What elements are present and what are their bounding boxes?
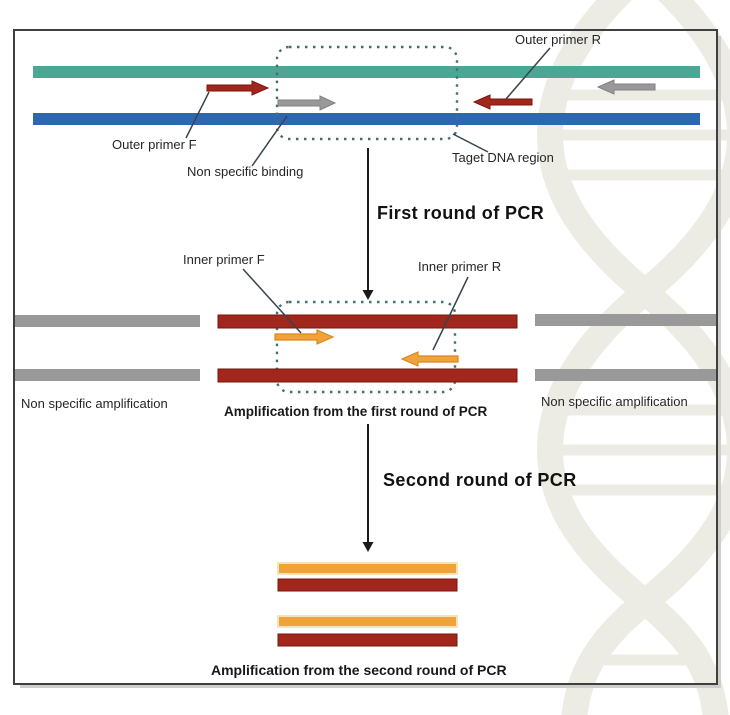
amplification-second-round-label: Amplification from the second round of P… bbox=[211, 662, 507, 678]
nonspecific-product-left-top bbox=[14, 315, 200, 327]
non-specific-amplification-right-label: Non specific amplification bbox=[541, 394, 688, 409]
helix-strand-right-icon bbox=[536, 0, 730, 715]
template-strand-top bbox=[33, 66, 700, 78]
first-round-heading: First round of PCR bbox=[377, 203, 545, 223]
template-strand-bottom bbox=[33, 113, 700, 125]
outer-primer-r-label: Outer primer R bbox=[515, 32, 601, 47]
second-round-heading: Second round of PCR bbox=[383, 470, 577, 490]
inner-primer-r-label: Inner primer R bbox=[418, 259, 502, 274]
nonspecific-product-right-bottom bbox=[535, 369, 716, 381]
inner-primer-r-arrow-icon bbox=[400, 351, 459, 367]
outer-primer-f-label: Outer primer F bbox=[112, 137, 197, 152]
leader-lines-middle bbox=[242, 268, 469, 351]
non-specific-amplification-left-label: Non specific amplification bbox=[21, 396, 168, 411]
second-round-product-1 bbox=[277, 562, 458, 575]
helix-rungs-icon bbox=[550, 89, 730, 666]
outer-primer-r-arrow-icon bbox=[472, 94, 533, 110]
first-round-flow-arrow bbox=[362, 148, 374, 300]
leader-lines-top bbox=[185, 47, 551, 167]
nonspecific-primer-right-arrow-icon bbox=[277, 95, 337, 111]
amplification-first-round-label: Amplification from the first round of PC… bbox=[224, 404, 488, 419]
target-region-dashed-box bbox=[275, 45, 459, 141]
inner-primer-f-arrow-icon bbox=[274, 329, 335, 345]
second-round-product-4 bbox=[277, 633, 458, 647]
nonspecific-product-right-top bbox=[535, 314, 716, 326]
second-round-product-2 bbox=[277, 578, 458, 592]
nonspecific-product-left-bottom bbox=[14, 369, 200, 381]
non-specific-binding-label: Non specific binding bbox=[187, 164, 304, 179]
target-dna-region-label: Taget DNA region bbox=[452, 150, 554, 165]
nonspecific-primer-left-arrow-icon bbox=[596, 79, 656, 95]
second-round-product-3 bbox=[277, 615, 458, 628]
second-round-flow-arrow bbox=[362, 424, 374, 552]
outer-primer-f-arrow-icon bbox=[206, 80, 270, 96]
first-round-product-bottom bbox=[217, 368, 518, 383]
first-round-product-top bbox=[217, 314, 518, 329]
inner-primer-f-label: Inner primer F bbox=[183, 252, 265, 267]
